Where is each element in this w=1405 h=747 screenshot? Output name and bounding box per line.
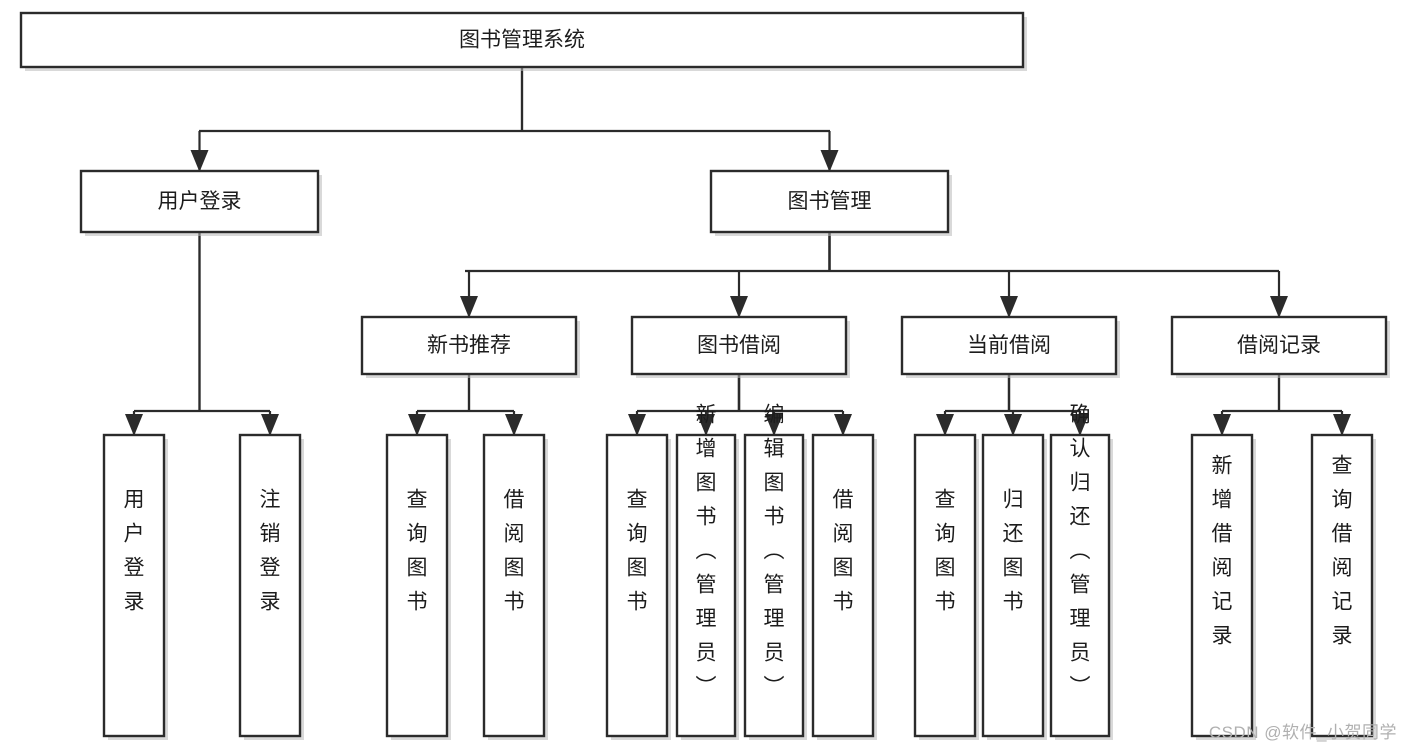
edge-records-to-l-addrec	[1213, 374, 1281, 436]
node-l-q1[interactable]: 查询图书	[385, 433, 451, 740]
node-box[interactable]	[709, 169, 950, 234]
node-l-add[interactable]: 新增图书︵管理员︶	[675, 404, 739, 741]
node-login[interactable]: 用户登录	[79, 169, 322, 236]
edge-records-to-l-qrec	[1277, 374, 1351, 436]
node-box[interactable]	[102, 433, 166, 738]
edge-current-to-l-q3	[936, 374, 1011, 436]
node-box[interactable]	[605, 433, 669, 738]
node-label-vertical: 借阅图书	[833, 489, 854, 614]
node-box[interactable]	[79, 169, 320, 234]
edge-current-to-l-conf	[1007, 374, 1089, 436]
edge-bookmgmt-to-newbook	[460, 232, 831, 318]
node-box[interactable]	[482, 433, 546, 738]
node-label: 新书推荐	[427, 334, 511, 357]
node-box[interactable]	[19, 11, 1025, 69]
node-newbook[interactable]: 新书推荐	[360, 315, 580, 378]
node-l-q2[interactable]: 查询图书	[605, 433, 671, 740]
node-label-vertical: 注销登录	[260, 489, 281, 614]
node-l-ret[interactable]: 归还图书	[981, 433, 1047, 740]
node-box[interactable]	[385, 433, 449, 738]
edge-bookmgmt-to-current	[828, 232, 1018, 318]
node-root[interactable]: 图书管理系统	[19, 11, 1027, 71]
edge-root-to-login	[190, 67, 524, 172]
node-label-vertical: 借阅图书	[504, 489, 525, 614]
node-box[interactable]	[1049, 433, 1111, 738]
edge-login-to-l-login	[125, 232, 201, 436]
node-label: 图书管理系统	[459, 29, 585, 52]
node-label-vertical: 查询图书	[407, 489, 428, 614]
node-l-conf[interactable]: 确认归还︵管理员︶	[1049, 404, 1113, 741]
node-label-vertical: 编辑图书︵管理员︶	[764, 404, 785, 699]
node-label: 当前借阅	[967, 334, 1051, 357]
edge-login-to-l-logout	[198, 232, 279, 436]
edge-root-to-bookmgmt	[520, 67, 839, 172]
node-l-login[interactable]: 用户登录	[102, 433, 168, 740]
node-l-b2[interactable]: 借阅图书	[811, 433, 877, 740]
node-box[interactable]	[811, 433, 875, 738]
node-box[interactable]	[675, 433, 737, 738]
node-borrow[interactable]: 图书借阅	[630, 315, 850, 378]
edge-current-to-l-ret	[1004, 374, 1022, 436]
node-box[interactable]	[1310, 433, 1374, 738]
edges-layer	[125, 67, 1351, 436]
node-box[interactable]	[360, 315, 578, 376]
node-box[interactable]	[913, 433, 977, 738]
edge-newbook-to-l-b1	[467, 374, 523, 436]
node-box[interactable]	[1190, 433, 1254, 738]
edge-bookmgmt-to-records	[828, 232, 1288, 318]
node-l-b1[interactable]: 借阅图书	[482, 433, 548, 740]
node-label: 图书管理	[788, 190, 872, 213]
node-label: 用户登录	[158, 190, 242, 213]
watermark-text: CSDN @软件_小贺同学	[1208, 723, 1397, 742]
node-label-vertical: 查询图书	[627, 489, 648, 614]
edge-borrow-to-l-q2	[628, 374, 741, 436]
nodes-layer: 图书管理系统用户登录图书管理新书推荐图书借阅当前借阅借阅记录用户登录注销登录查询…	[19, 11, 1390, 741]
node-box[interactable]	[238, 433, 302, 738]
node-label-vertical: 查询借阅记录	[1332, 455, 1353, 648]
node-l-addrec[interactable]: 新增借阅记录	[1190, 433, 1256, 740]
edge-borrow-to-l-b2	[737, 374, 852, 436]
node-current[interactable]: 当前借阅	[900, 315, 1120, 378]
edge-newbook-to-l-q1	[408, 374, 471, 436]
edge-bookmgmt-to-borrow	[730, 232, 831, 318]
node-box[interactable]	[900, 315, 1118, 376]
node-label-vertical: 查询图书	[935, 489, 956, 614]
node-box[interactable]	[743, 433, 805, 738]
node-label-vertical: 确认归还︵管理员︶	[1070, 404, 1091, 699]
node-label: 借阅记录	[1237, 334, 1321, 357]
node-records[interactable]: 借阅记录	[1170, 315, 1390, 378]
node-box[interactable]	[981, 433, 1045, 738]
node-bookmgmt[interactable]: 图书管理	[709, 169, 952, 236]
node-label-vertical: 归还图书	[1003, 489, 1024, 614]
node-label-vertical: 新增借阅记录	[1212, 455, 1233, 648]
node-l-logout[interactable]: 注销登录	[238, 433, 304, 740]
node-box[interactable]	[630, 315, 848, 376]
node-label-vertical: 用户登录	[124, 489, 145, 614]
node-box[interactable]	[1170, 315, 1388, 376]
node-label: 图书借阅	[697, 334, 781, 357]
node-l-q3[interactable]: 查询图书	[913, 433, 979, 740]
node-l-qrec[interactable]: 查询借阅记录	[1310, 433, 1376, 740]
node-label-vertical: 新增图书︵管理员︶	[696, 404, 717, 699]
node-l-edit[interactable]: 编辑图书︵管理员︶	[743, 404, 807, 741]
